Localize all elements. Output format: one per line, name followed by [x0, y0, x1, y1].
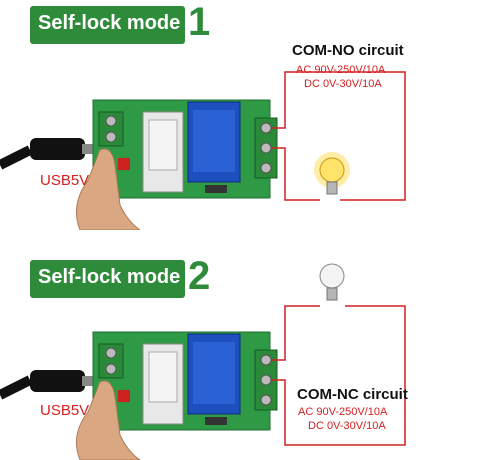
hand-pressing: [75, 380, 141, 460]
diagram-1: [0, 71, 406, 230]
panel-mode-1: Self-lock mode 1: [0, 0, 406, 230]
relay-board: [92, 331, 278, 431]
usb-cable: [0, 370, 94, 400]
panel-mode-2: Self-lock mode 2: [0, 230, 500, 460]
mode-banner: Self-lock mode: [30, 6, 185, 44]
spec-dc: DC 0V-30V/10A: [304, 78, 382, 90]
usb-label: USB5V: [40, 402, 90, 419]
usb-cable: [0, 138, 94, 170]
circuit-wires: [271, 305, 406, 446]
spec-ac: AC 90V-250V/10A: [296, 64, 386, 76]
mode-label: Self-lock mode: [38, 266, 181, 288]
hand-pressing: [75, 148, 141, 230]
mode-number: 1: [188, 0, 211, 44]
relay-board: [92, 99, 278, 199]
diagram-2: [0, 263, 406, 460]
spec-dc: DC 0V-30V/10A: [308, 420, 386, 432]
usb-label: USB5V: [40, 172, 90, 189]
bulb-lit-icon: [314, 152, 350, 195]
circuit-title: COM-NO circuit: [292, 42, 404, 59]
circuit-wires: [271, 71, 406, 201]
spec-ac: AC 90V-250V/10A: [298, 406, 388, 418]
circuit-title: COM-NC circuit: [297, 386, 408, 403]
bulb-unlit-icon: [319, 263, 345, 301]
mode-label: Self-lock mode: [38, 12, 181, 34]
mode-number: 2: [188, 254, 211, 298]
mode-banner: Self-lock mode: [30, 260, 185, 298]
